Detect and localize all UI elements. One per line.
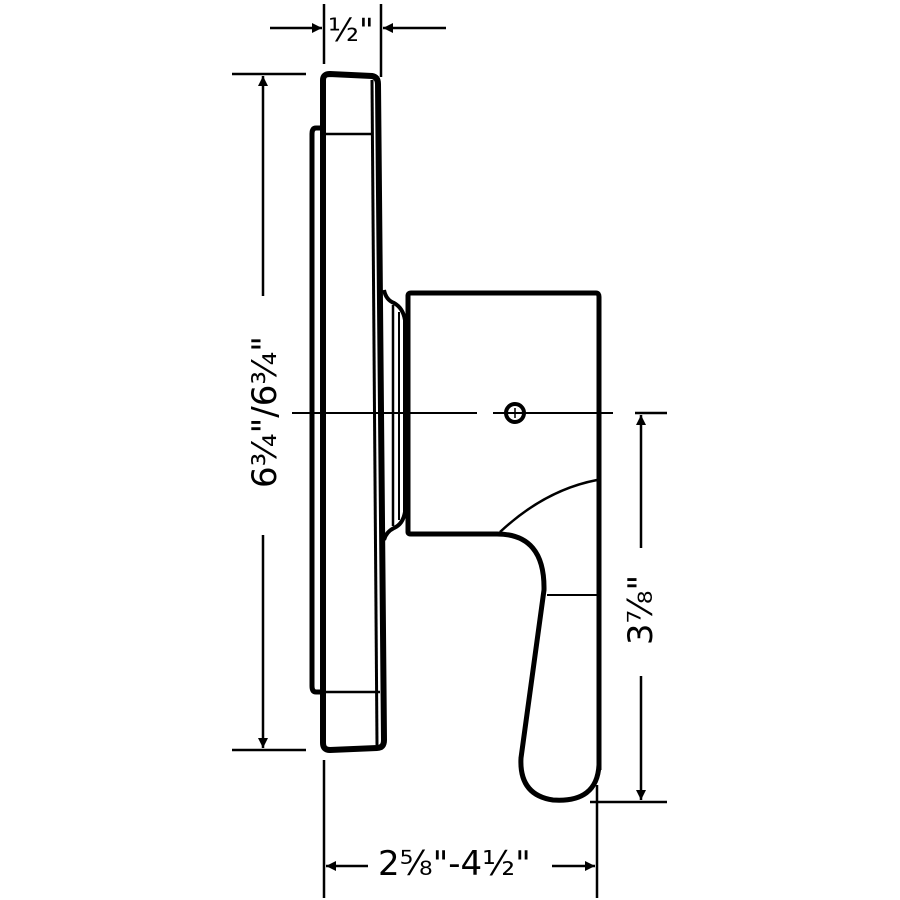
dimension-plate-depth xyxy=(270,4,446,77)
dimension-handle-drop xyxy=(590,411,667,804)
label-handle-drop: 3⅞" xyxy=(621,574,661,646)
label-projection: 2⅝"-4½" xyxy=(378,844,531,884)
dimension-plate-height xyxy=(232,72,306,752)
label-plate-depth: ½" xyxy=(328,11,374,49)
collar xyxy=(382,289,407,541)
handle-body xyxy=(405,290,602,803)
label-plate-height: 6¾"/6¾" xyxy=(245,336,285,488)
dimension-projection xyxy=(322,760,599,898)
